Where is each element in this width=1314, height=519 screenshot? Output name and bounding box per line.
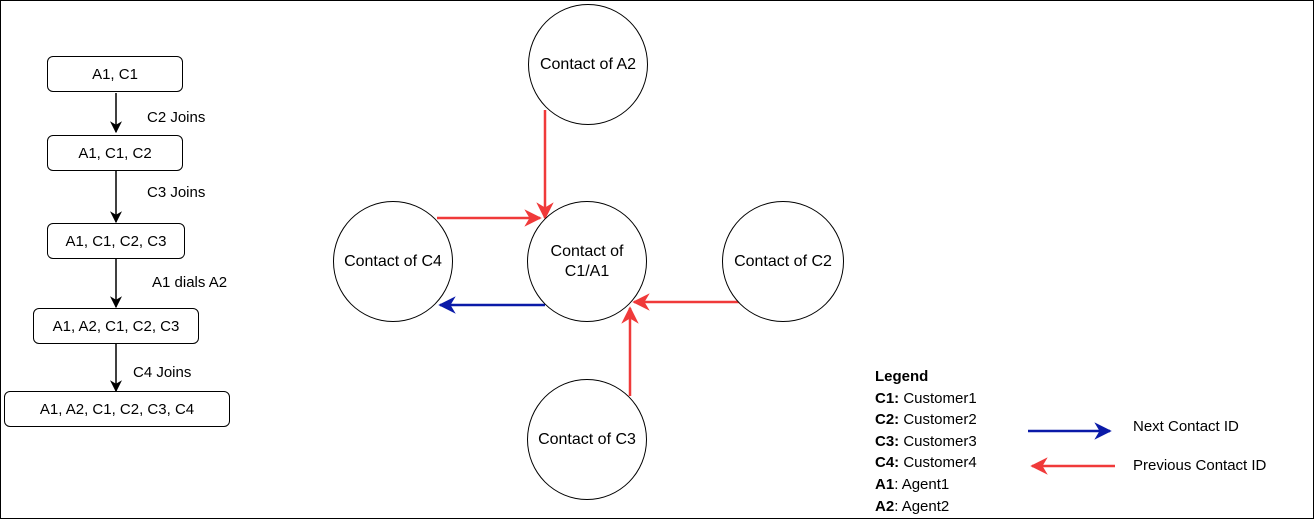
legend-prev-label: Previous Contact ID bbox=[1133, 457, 1267, 474]
legend: Legend C1: Customer1 C2: Customer2 C3: C… bbox=[875, 366, 977, 517]
legend-item-c3: C3: Customer3 bbox=[875, 432, 977, 450]
contact-node-c3: Contact of C3 bbox=[527, 379, 647, 500]
step-label-a1-dials-a2: A1 dials A2 bbox=[152, 274, 228, 291]
legend-item-a2: A2: Agent2 bbox=[875, 497, 950, 515]
contact-node-center: Contact of C1/A1 bbox=[527, 201, 647, 322]
state-box-3: A1, C1, C2, C3 bbox=[47, 223, 185, 259]
step-label-c2-joins: C2 Joins bbox=[147, 109, 206, 126]
state-box-5: A1, A2, C1, C2, C3, C4 bbox=[4, 391, 230, 427]
legend-item-c4: C4: Customer4 bbox=[875, 454, 977, 472]
contact-node-a2: Contact of A2 bbox=[528, 4, 648, 125]
state-box-2: A1, C1, C2 bbox=[47, 135, 183, 171]
legend-title: Legend bbox=[875, 368, 929, 385]
step-label-c3-joins: C3 Joins bbox=[147, 184, 206, 201]
state-box-4: A1, A2, C1, C2, C3 bbox=[33, 308, 199, 344]
contact-node-center-line2: C1/A1 bbox=[564, 262, 610, 280]
contact-node-c2: Contact of C2 bbox=[722, 201, 844, 322]
step-label-c4-joins: C4 Joins bbox=[133, 364, 192, 381]
legend-item-a1: A1: Agent1 bbox=[875, 475, 950, 493]
state-box-1: A1, C1 bbox=[47, 56, 183, 92]
legend-item-c2: C2: Customer2 bbox=[875, 411, 977, 429]
legend-item-c1: C1: Customer1 bbox=[875, 389, 977, 407]
contact-node-center-line1: Contact of bbox=[550, 242, 624, 260]
contact-node-c4: Contact of C4 bbox=[333, 201, 453, 322]
legend-next-label: Next Contact ID bbox=[1133, 418, 1239, 435]
